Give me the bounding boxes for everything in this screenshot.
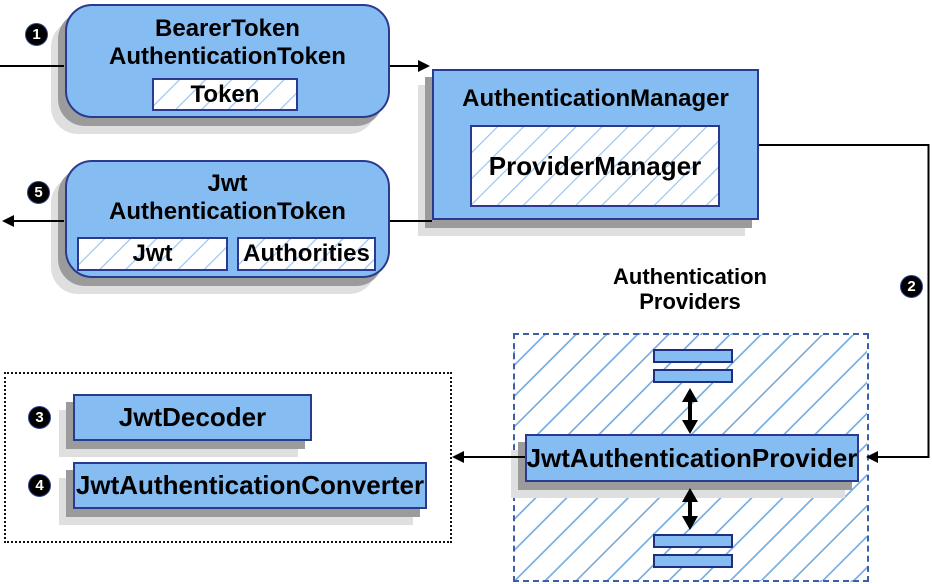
jwt-authentication-converter-label: JwtAuthenticationConverter xyxy=(75,470,425,500)
step-1-badge: 1 xyxy=(25,23,48,46)
step-5-badge: 5 xyxy=(27,181,50,204)
jwt-decoder-label: JwtDecoder xyxy=(118,402,267,432)
bearer-token-authentication-token-node: BearerToken AuthenticationToken Token xyxy=(65,4,390,118)
jwt-authentication-provider-node: JwtAuthenticationProvider xyxy=(525,434,859,482)
jwt-authentication-token-title-line1: Jwt xyxy=(207,170,248,197)
provider-manager-label: ProviderManager xyxy=(488,150,702,181)
authentication-providers-label-line2: Providers xyxy=(639,289,741,314)
provider-placeholder-bar xyxy=(653,369,733,383)
authentication-manager-node: AuthenticationManager ProviderManager xyxy=(432,69,759,220)
jwt-authentication-converter-node: JwtAuthenticationConverter xyxy=(73,462,427,509)
step-2-badge: 2 xyxy=(900,275,923,298)
jwt-authentication-token-node: Jwt AuthenticationToken Jwt Authorities xyxy=(65,160,390,278)
provider-placeholder-bar xyxy=(653,554,733,568)
step-4-badge: 4 xyxy=(28,474,51,497)
bearer-token-title-line1: BearerToken xyxy=(155,15,300,42)
decoder-converter-group xyxy=(4,372,452,543)
authentication-providers-label-line1: Authentication xyxy=(613,264,767,289)
jwt-token-response-arrow-icon xyxy=(2,215,64,227)
token-label: Token xyxy=(190,80,260,108)
jwt-label: Jwt xyxy=(132,240,173,267)
jwt-authentication-token-title-line2: AuthenticationToken xyxy=(109,198,346,225)
provider-placeholder-bar xyxy=(653,534,733,548)
bearer-token-authentication-token-title: BearerToken AuthenticationToken xyxy=(67,15,388,71)
provider-placeholder-bar xyxy=(653,349,733,363)
jwt-authentication-provider-label: JwtAuthenticationProvider xyxy=(526,442,858,473)
authorities-subnode: Authorities xyxy=(237,237,376,271)
provider-manager-subnode: ProviderManager xyxy=(470,125,720,207)
authentication-providers-container: JwtAuthenticationProvider xyxy=(513,333,869,582)
step-3-badge: 3 xyxy=(28,406,51,429)
bearer-token-title-line2: AuthenticationToken xyxy=(109,43,346,70)
bearer-to-manager-arrow-icon xyxy=(390,60,430,72)
authorities-label: Authorities xyxy=(243,240,370,267)
jwt-authentication-token-title: Jwt AuthenticationToken xyxy=(67,170,388,226)
jwt-subnode: Jwt xyxy=(77,237,228,271)
jwt-decoder-node: JwtDecoder xyxy=(73,394,312,441)
authentication-manager-title: AuthenticationManager xyxy=(462,85,729,112)
authentication-providers-label: Authentication Providers xyxy=(560,264,820,314)
token-subnode: Token xyxy=(152,78,298,111)
